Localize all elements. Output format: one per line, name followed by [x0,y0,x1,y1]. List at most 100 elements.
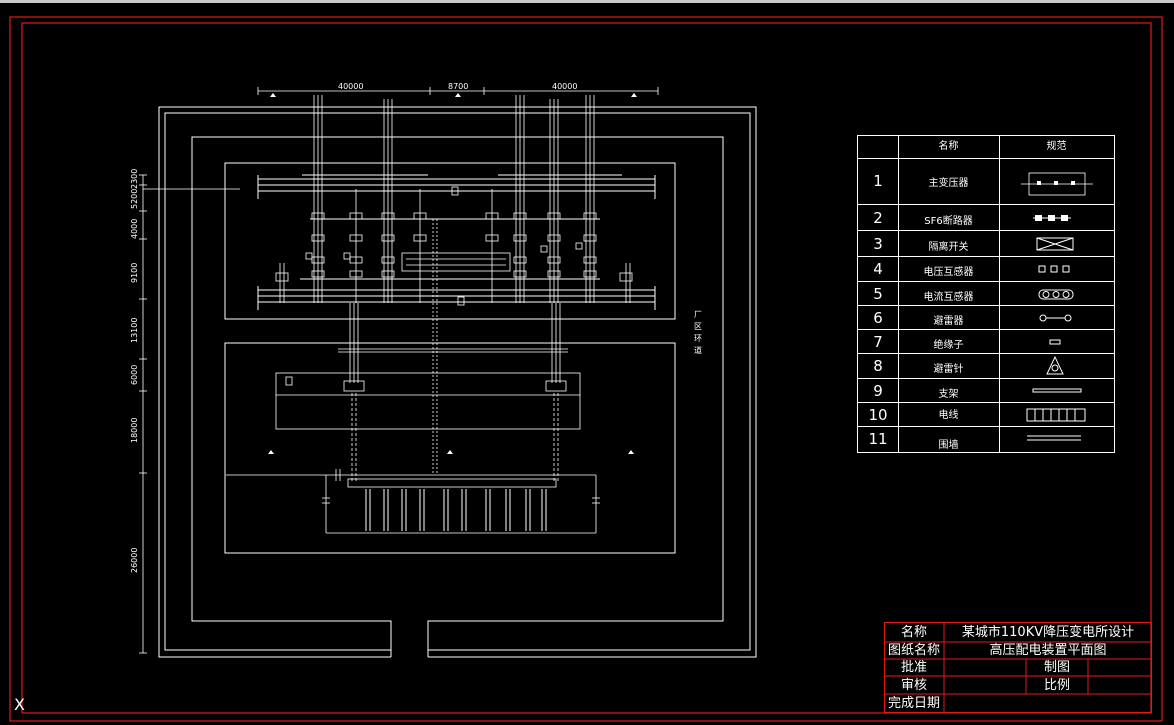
legend-num: 2 [873,209,883,227]
legend-name: 支架 [938,389,959,400]
legend-num: 7 [873,333,883,351]
title-name-value: 某城市110KV降压变电所设计 [961,625,1135,640]
drawing-canvas[interactable]: 40000 8700 40000 2300 5200 4000 9100 131… [0,3,1174,725]
top-dimension-line [257,87,659,95]
top-marker-2 [455,93,461,97]
dim-top-2: 8700 [448,82,468,91]
dim-left-5: 13100 [130,318,139,343]
wall-icon [999,427,1114,452]
legend-row: 5 电流互感器 [858,281,1114,305]
road-label-1: 厂 [694,310,702,319]
current-transformer-icon [999,282,1114,305]
legend-row: 8 避雷针 [858,353,1114,378]
transformer-leads [338,303,568,383]
transformer-to-cabinet [351,393,559,481]
support-icon [999,379,1114,402]
legend-num: 8 [873,357,883,375]
dim-top-1: 40000 [338,82,363,91]
switchyard-area [224,162,676,320]
road-label-2: 区 [694,322,702,331]
dim-left-1: 2300 [130,169,139,189]
legend-name: 隔离开关 [928,242,969,253]
legend-name: 围墙 [938,440,959,451]
legend-row: 11 围墙 [858,426,1114,452]
bay-verticals [279,189,631,303]
legend-name: 电流互感器 [923,292,974,303]
legend-num: 4 [873,260,883,278]
legend-num: 11 [868,430,888,448]
title-draw-label: 制图 [1043,660,1070,675]
switchgear-cabinets [226,474,597,534]
title-review-label: 审核 [900,678,927,693]
legend-name: 电压互感器 [923,267,974,278]
legend-row: 2 SF6断路器 [858,204,1114,230]
road-label-4: 道 [694,345,702,355]
transformer-icon [999,159,1114,204]
lightning-rod-icon [999,354,1114,378]
substation-wall [158,106,757,658]
road-label-3: 环 [694,334,702,343]
legend-row: 4 电压互感器 [858,256,1114,281]
breaker-icon [999,205,1114,230]
voltage-transformer-icon [999,257,1114,281]
legend-name: 电线 [938,410,959,421]
title-drawing-label: 图纸名称 [887,643,940,658]
legend-row: 9 支架 [858,378,1114,402]
legend-num: 6 [873,309,883,327]
inner-frame [21,22,1152,714]
title-date-label: 完成日期 [887,696,940,711]
dim-left-3: 4000 [130,219,139,239]
title-approve-label: 批准 [900,660,927,675]
isolator-icon [999,231,1114,256]
legend-table: 名称 规范 1 主变压器 2 SF6断路器 3 隔离开关 4 电压互感器 5 电… [857,135,1115,453]
layout-drawing: 40000 8700 40000 2300 5200 4000 9100 131… [9,16,1163,722]
legend-header-symbol: 规范 [1046,141,1067,152]
legend-num: 1 [873,172,883,190]
title-block: 名称 某城市110KV降压变电所设计 图纸名称 高压配电装置平面图 批准 制图 … [884,622,1152,713]
busbars [257,174,656,310]
legend-header-name: 名称 [938,141,959,152]
legend-row: 3 隔离开关 [858,230,1114,256]
bay-equipment [275,186,633,306]
top-marker-1 [270,93,276,97]
lightning-rod-marker-2 [447,450,453,454]
incoming-lines [313,95,595,303]
cabinet-rows [365,489,547,531]
outer-frame [9,16,1163,722]
dim-left-8: 26000 [130,548,139,573]
legend-name: 主变压器 [928,178,969,189]
top-marker-3 [631,93,637,97]
insulator-icon [999,330,1114,353]
transformer-area [224,342,676,554]
dim-left-6: 6000 [130,365,139,385]
legend-name: 避雷针 [933,364,964,375]
dim-left-7: 18000 [130,418,139,443]
legend-row: 7 绝缘子 [858,329,1114,353]
legend-num: 10 [868,406,888,424]
legend-name: 绝缘子 [933,340,964,351]
cable-icon [999,403,1114,426]
arrester-icon [999,306,1114,329]
legend-num: 3 [873,235,883,253]
legend-name: 避雷器 [933,316,964,327]
dim-top-3: 40000 [552,82,577,91]
ucs-axis-mark: X [14,695,25,714]
main-transformers [275,372,581,430]
legend-row: 1 主变压器 [858,158,1114,204]
left-dimension-line [139,174,240,654]
lightning-rod-marker-3 [628,450,634,454]
legend-row: 6 避雷器 [858,305,1114,329]
legend-row: 10 电线 [858,402,1114,426]
lightning-rod-marker-1 [268,450,274,454]
dim-left-4: 9100 [130,263,139,283]
legend-name: SF6断路器 [924,216,973,227]
capacitors [322,469,600,504]
title-drawing-value: 高压配电装置平面图 [989,643,1107,658]
title-name-label: 名称 [900,625,927,640]
dim-left-2: 5200 [130,189,139,209]
title-scale-label: 比例 [1043,678,1070,693]
window-top-bar [0,0,1174,3]
legend-num: 5 [873,285,883,303]
legend-num: 9 [873,382,883,400]
cable-trench [432,219,438,475]
